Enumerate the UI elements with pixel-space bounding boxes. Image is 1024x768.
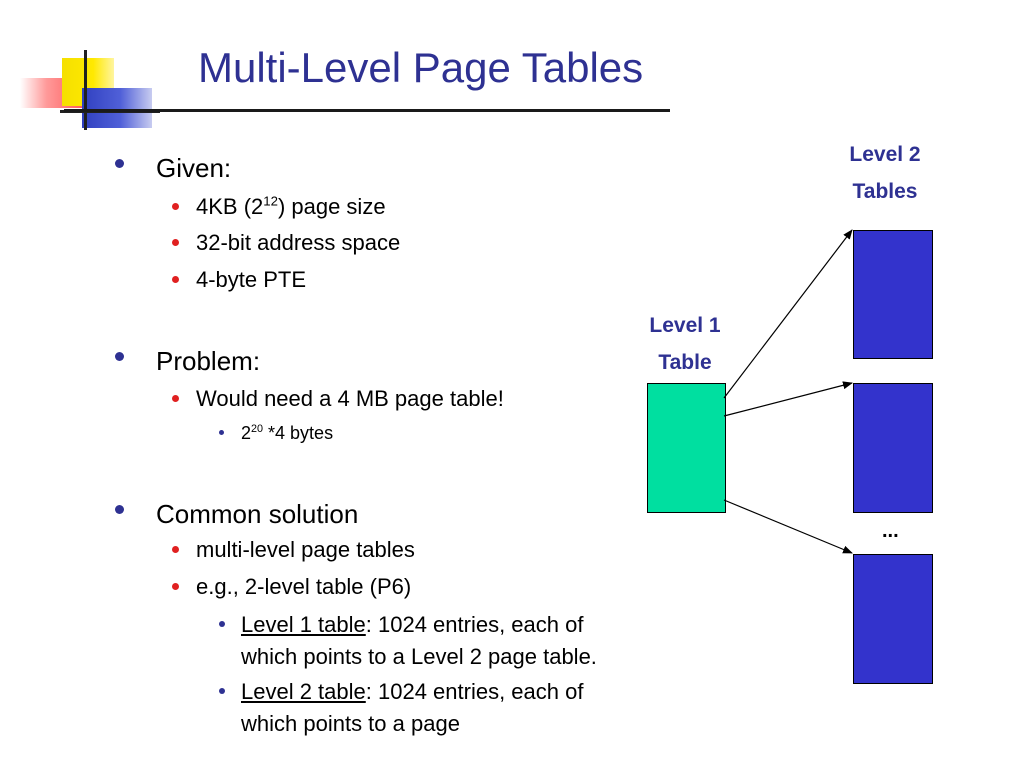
page-size-prefix: 4KB (2 xyxy=(196,194,264,219)
level2-table-box-1 xyxy=(853,230,933,359)
arrow-to-level2-table-3 xyxy=(723,499,853,554)
example-text: e.g., 2-level table (P6) xyxy=(196,574,412,599)
bullet-dot xyxy=(172,583,179,590)
bullet-pte: 4-byte PTE xyxy=(172,267,307,293)
solution-heading: Common solution xyxy=(156,499,359,529)
pte-text: 4-byte PTE xyxy=(196,267,307,292)
bullet-dot xyxy=(172,395,179,402)
page-size-exponent: 12 xyxy=(263,193,278,209)
arrow-to-level2-table-2 xyxy=(723,381,853,417)
bullet-page-size: 4KB (212) page size xyxy=(172,193,386,220)
level2-term: Level 2 table xyxy=(241,679,366,704)
slide-title: Multi-Level Page Tables xyxy=(198,44,644,91)
bullet-given: Given: xyxy=(115,153,232,184)
bullet-address-space: 32-bit address space xyxy=(172,230,401,256)
bullet-dot xyxy=(219,430,224,435)
bullet-level2-table: Level 2 table: 1024 entries, each of whi… xyxy=(219,676,584,740)
bullet-dot xyxy=(172,203,179,210)
arrow-to-level2-table-1 xyxy=(723,229,853,399)
level2-table-box-3 xyxy=(853,554,933,684)
level2-table-box-2 xyxy=(853,383,933,513)
bullet-dot xyxy=(172,546,179,553)
level1-label-line2: Table xyxy=(658,351,712,374)
bullet-dot xyxy=(172,239,179,246)
level1-line1: : 1024 entries, each of xyxy=(365,612,584,637)
bullet-multilevel: multi-level page tables xyxy=(172,537,415,563)
bullet-dot xyxy=(219,688,225,694)
level2-line2: which points to a page xyxy=(241,711,460,736)
bullet-dot xyxy=(172,276,179,283)
level2-label-line2: Tables xyxy=(852,180,918,203)
level1-table-label: Level 1 Table xyxy=(633,307,737,381)
bullet-example: e.g., 2-level table (P6) xyxy=(172,574,412,600)
address-space-text: 32-bit address space xyxy=(196,230,401,255)
page-size-suffix: ) page size xyxy=(277,194,386,219)
bullet-problem: Problem: xyxy=(115,346,261,377)
calc-base: 2 xyxy=(241,423,252,443)
bullet-dot xyxy=(115,159,124,168)
level2-tables-label: Level 2 Tables xyxy=(832,136,938,210)
bullet-dot xyxy=(115,352,124,361)
bullet-problem-calc: 220 *4 bytes xyxy=(219,423,334,444)
problem-detail-text: Would need a 4 MB page table! xyxy=(196,386,504,411)
multilevel-text: multi-level page tables xyxy=(196,537,415,562)
level2-line1: : 1024 entries, each of xyxy=(365,679,584,704)
title-underline xyxy=(64,109,670,112)
level1-line2: which points to a Level 2 page table. xyxy=(241,644,597,669)
level2-label-line1: Level 2 xyxy=(849,143,921,166)
calc-exponent: 20 xyxy=(251,423,264,435)
level1-term: Level 1 table xyxy=(241,612,366,637)
bullet-dot xyxy=(219,621,225,627)
problem-heading: Problem: xyxy=(156,346,261,376)
bullet-level1-table: Level 1 table: 1024 entries, each of whi… xyxy=(219,609,597,673)
more-tables-ellipsis: ... xyxy=(882,520,899,542)
given-heading: Given: xyxy=(156,153,232,183)
logo-vertical-line xyxy=(84,50,87,130)
level1-label-line1: Level 1 xyxy=(649,314,721,337)
logo-blue-square xyxy=(82,88,152,128)
presentation-logo xyxy=(20,50,160,135)
level1-table-box xyxy=(647,383,726,513)
bullet-problem-detail: Would need a 4 MB page table! xyxy=(172,386,504,412)
bullet-solution: Common solution xyxy=(115,499,359,530)
calc-suffix: *4 bytes xyxy=(263,423,334,443)
bullet-dot xyxy=(115,505,124,514)
